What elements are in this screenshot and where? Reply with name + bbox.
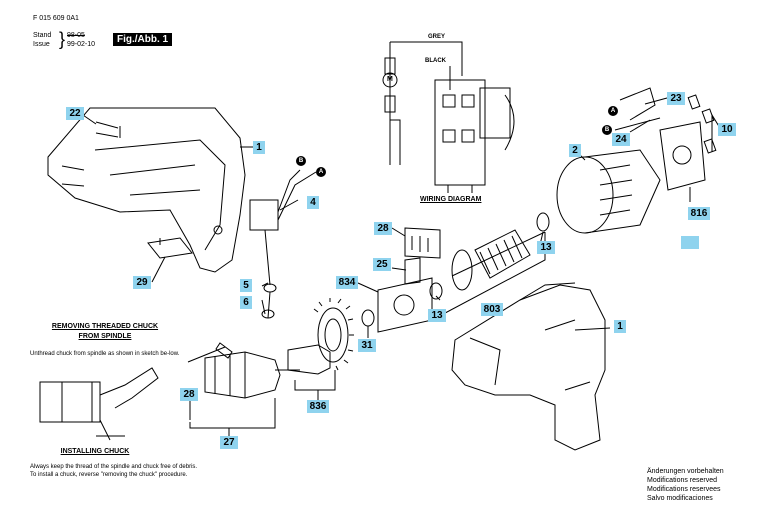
- issue-label: Issue: [33, 41, 50, 48]
- figure-badge: Fig./Abb. 1: [113, 33, 173, 46]
- installing-text: Always keep the thread of the spindle an…: [30, 464, 198, 478]
- footer-line-fr: Modifications reservees: [647, 486, 721, 493]
- wire-letter-a: A: [316, 167, 326, 177]
- removing-title-line2: FROM SPINDLE: [78, 333, 132, 340]
- brush-plate-drawing: [659, 121, 706, 191]
- callout-836: 836: [307, 400, 329, 413]
- callout-27: 27: [220, 436, 238, 449]
- wire-letter-b: B: [296, 156, 306, 166]
- callout-816: 816: [688, 207, 710, 220]
- callout-834: 834: [336, 276, 358, 289]
- brace: }: [59, 29, 66, 49]
- callout-1-bottom: 1: [614, 320, 626, 333]
- footer-line-es: Salvo modificaciones: [647, 495, 713, 502]
- footer-line-de: Änderungen vorbehalten: [647, 468, 724, 475]
- callout-5: 5: [240, 279, 252, 292]
- issue-value: 99-02-10: [67, 41, 96, 48]
- stand-label: Stand: [33, 32, 52, 39]
- callout-22: 22: [66, 107, 84, 120]
- field-drawing: [556, 149, 661, 234]
- callout-blank: [681, 236, 699, 249]
- wire-grey-label: GREY: [428, 34, 446, 40]
- switch-drawing: [249, 199, 279, 231]
- chuck-drawing: [204, 351, 300, 399]
- callout-2: 2: [569, 144, 581, 157]
- installing-title: INSTALLING CHUCK: [60, 448, 130, 455]
- callout-23: 23: [667, 92, 685, 105]
- bearing-plate-drawing: [377, 277, 433, 333]
- wire-black-label: BLACK: [425, 58, 446, 64]
- switch-button-drawing: [147, 237, 193, 259]
- wiring-diagram-title: WIRING DIAGRAM: [420, 196, 482, 203]
- footer-line-en: Modifications reserved: [647, 477, 718, 484]
- callout-10: 10: [718, 123, 736, 136]
- wiring-diagram: [382, 41, 515, 193]
- wire-letter-a-2: A: [608, 106, 618, 116]
- callout-25: 25: [373, 258, 391, 271]
- callout-29: 29: [133, 276, 151, 289]
- callout-6: 6: [240, 296, 252, 309]
- callout-1-top: 1: [253, 141, 265, 154]
- wire-letter-b-2: B: [602, 125, 612, 135]
- callout-24: 24: [612, 133, 630, 146]
- stand-value: 98-05: [67, 32, 85, 39]
- callout-28-a: 28: [180, 388, 198, 401]
- motor-symbol: M: [387, 76, 393, 83]
- housing-half-left: [47, 107, 246, 273]
- callout-13-a: 13: [537, 241, 555, 254]
- removing-title-line1: REMOVING THREADED CHUCK: [51, 323, 159, 330]
- removing-text: Unthread chuck from spindle as shown in …: [30, 351, 180, 357]
- callout-13-b: 13: [428, 309, 446, 322]
- footer-notes: Änderungen vorbehalten Modifications res…: [647, 467, 724, 503]
- brush-holder-drawing: [404, 227, 441, 259]
- drill-assembly-drawing: [451, 282, 606, 451]
- gear-spindle-drawing: [287, 298, 375, 375]
- callout-31: 31: [358, 339, 376, 352]
- callout-28-b: 28: [374, 222, 392, 235]
- chuck-install-sketch: [39, 367, 159, 441]
- callout-4: 4: [307, 196, 319, 209]
- armature-drawing: [451, 212, 550, 291]
- part-number: F 015 609 0A1: [33, 15, 79, 22]
- callout-803: 803: [481, 303, 503, 316]
